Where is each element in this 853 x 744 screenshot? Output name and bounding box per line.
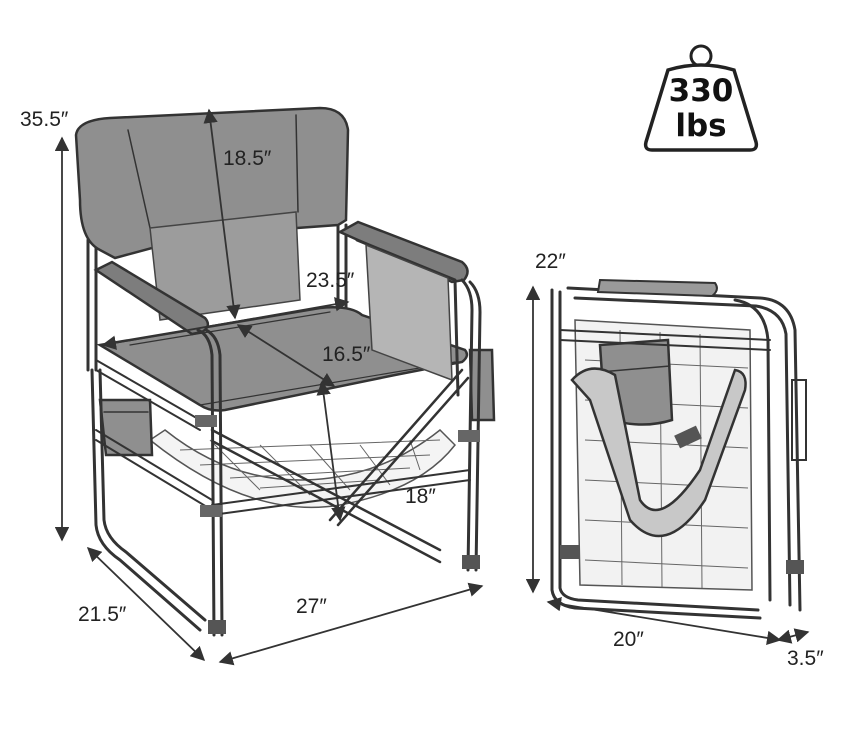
label-seat-width: 23.5″: [306, 269, 355, 292]
open-chair: [74, 106, 496, 637]
label-seat-height: 18″: [405, 485, 436, 508]
label-folded-height: 22″: [535, 250, 566, 273]
folded-thickness-line: [776, 628, 810, 644]
weight-badge: 330 lbs: [643, 44, 759, 152]
weight-value: 330: [669, 73, 734, 109]
label-width: 27″: [296, 595, 327, 618]
width-line: [218, 582, 484, 666]
rear-left-leg: [86, 238, 98, 372]
weight-unit: lbs: [675, 108, 726, 144]
folded-width-line: [546, 596, 782, 646]
right-side-pocket: [468, 348, 496, 422]
label-total-height: 35.5″: [20, 108, 69, 131]
weight-icon: [643, 63, 759, 152]
label-seat-depth: 16.5″: [322, 343, 371, 366]
dimension-lines: [54, 108, 810, 666]
depth-line: [86, 546, 206, 662]
label-folded-thickness: 3.5″: [787, 647, 824, 670]
folded-chair: [550, 278, 807, 620]
back-height-line: [203, 108, 241, 320]
carry-strap: [570, 367, 747, 538]
label-back-height: 18.5″: [223, 147, 272, 170]
label-folded-width: 20″: [613, 628, 644, 651]
folded-frame-top: [566, 286, 802, 612]
weight-hook-icon: [689, 44, 713, 68]
dimension-labels: 35.5″ 18.5″ 23.5″ 16.5″ 18″ 21.5″ 27″ 22…: [20, 108, 824, 670]
foot-cap: [208, 620, 226, 634]
seat-width-line: [101, 297, 350, 350]
label-depth: 21.5″: [78, 603, 127, 626]
front-right-leg: [460, 278, 482, 572]
seat-height-line: [316, 380, 346, 522]
seat-depth-line: [236, 324, 336, 387]
